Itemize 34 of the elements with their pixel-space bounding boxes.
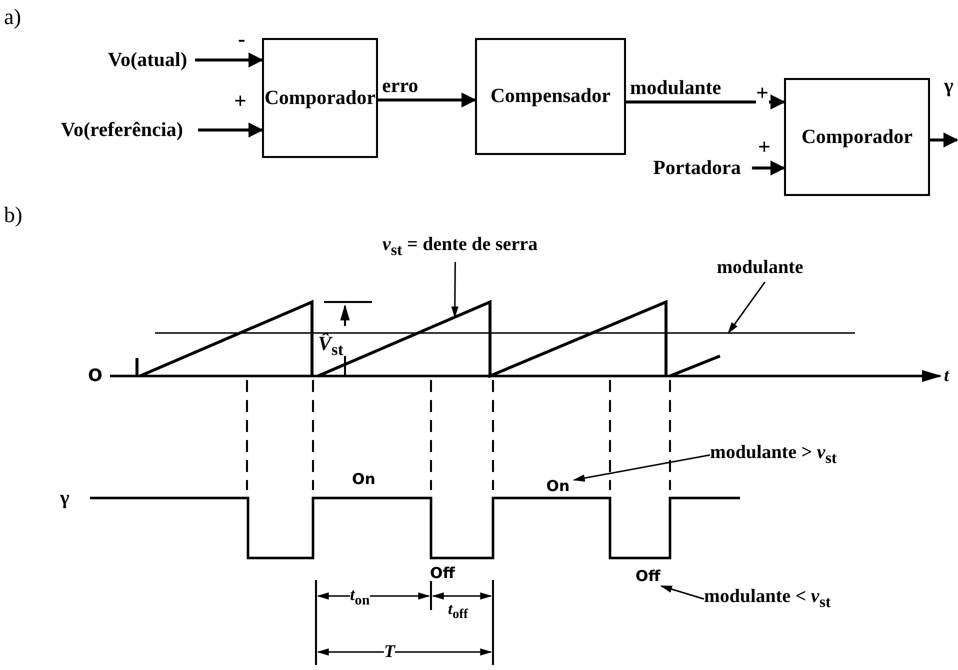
block-label: Comporador — [264, 86, 376, 110]
waveform-title: v$_{st}$ = dente de serra — [340, 232, 580, 262]
panel-label: b) — [4, 204, 22, 226]
arrow — [752, 160, 786, 176]
line-label: modulante — [705, 254, 815, 282]
annotation: modulante > v$_{st}$ — [710, 440, 920, 470]
leader-arrow — [660, 585, 704, 600]
arrow — [626, 94, 786, 110]
arrow — [198, 122, 264, 138]
leader-arrow — [572, 454, 710, 482]
comparator-block — [784, 78, 930, 196]
state-label: Off — [626, 566, 670, 586]
input-label: Vo(referência) — [46, 116, 198, 144]
comparator-block — [262, 38, 378, 158]
arrow — [378, 92, 476, 108]
leader-arrow — [728, 282, 766, 334]
state-label: On — [538, 476, 578, 496]
arrow — [195, 52, 264, 68]
arrow — [930, 132, 958, 148]
compensator-block — [475, 38, 626, 155]
input-label: Portadora — [642, 154, 752, 182]
input-label: Vo(atual) — [100, 46, 195, 74]
state-label: Off — [430, 566, 455, 581]
edge-label: erro — [382, 76, 418, 96]
leader-arrow — [451, 262, 458, 318]
dimension-label: T — [384, 642, 395, 660]
edge-label: γ — [944, 76, 954, 96]
block-label: Compensador — [490, 85, 610, 108]
edge-label: modulante — [630, 78, 722, 98]
dimension-label: t$_{off}$ — [448, 602, 468, 621]
annotation: modulante < v$_{st}$ — [704, 584, 914, 614]
block-label: Comporador — [801, 126, 913, 148]
panel-label: a) — [4, 6, 22, 28]
state-label: On — [352, 472, 376, 487]
